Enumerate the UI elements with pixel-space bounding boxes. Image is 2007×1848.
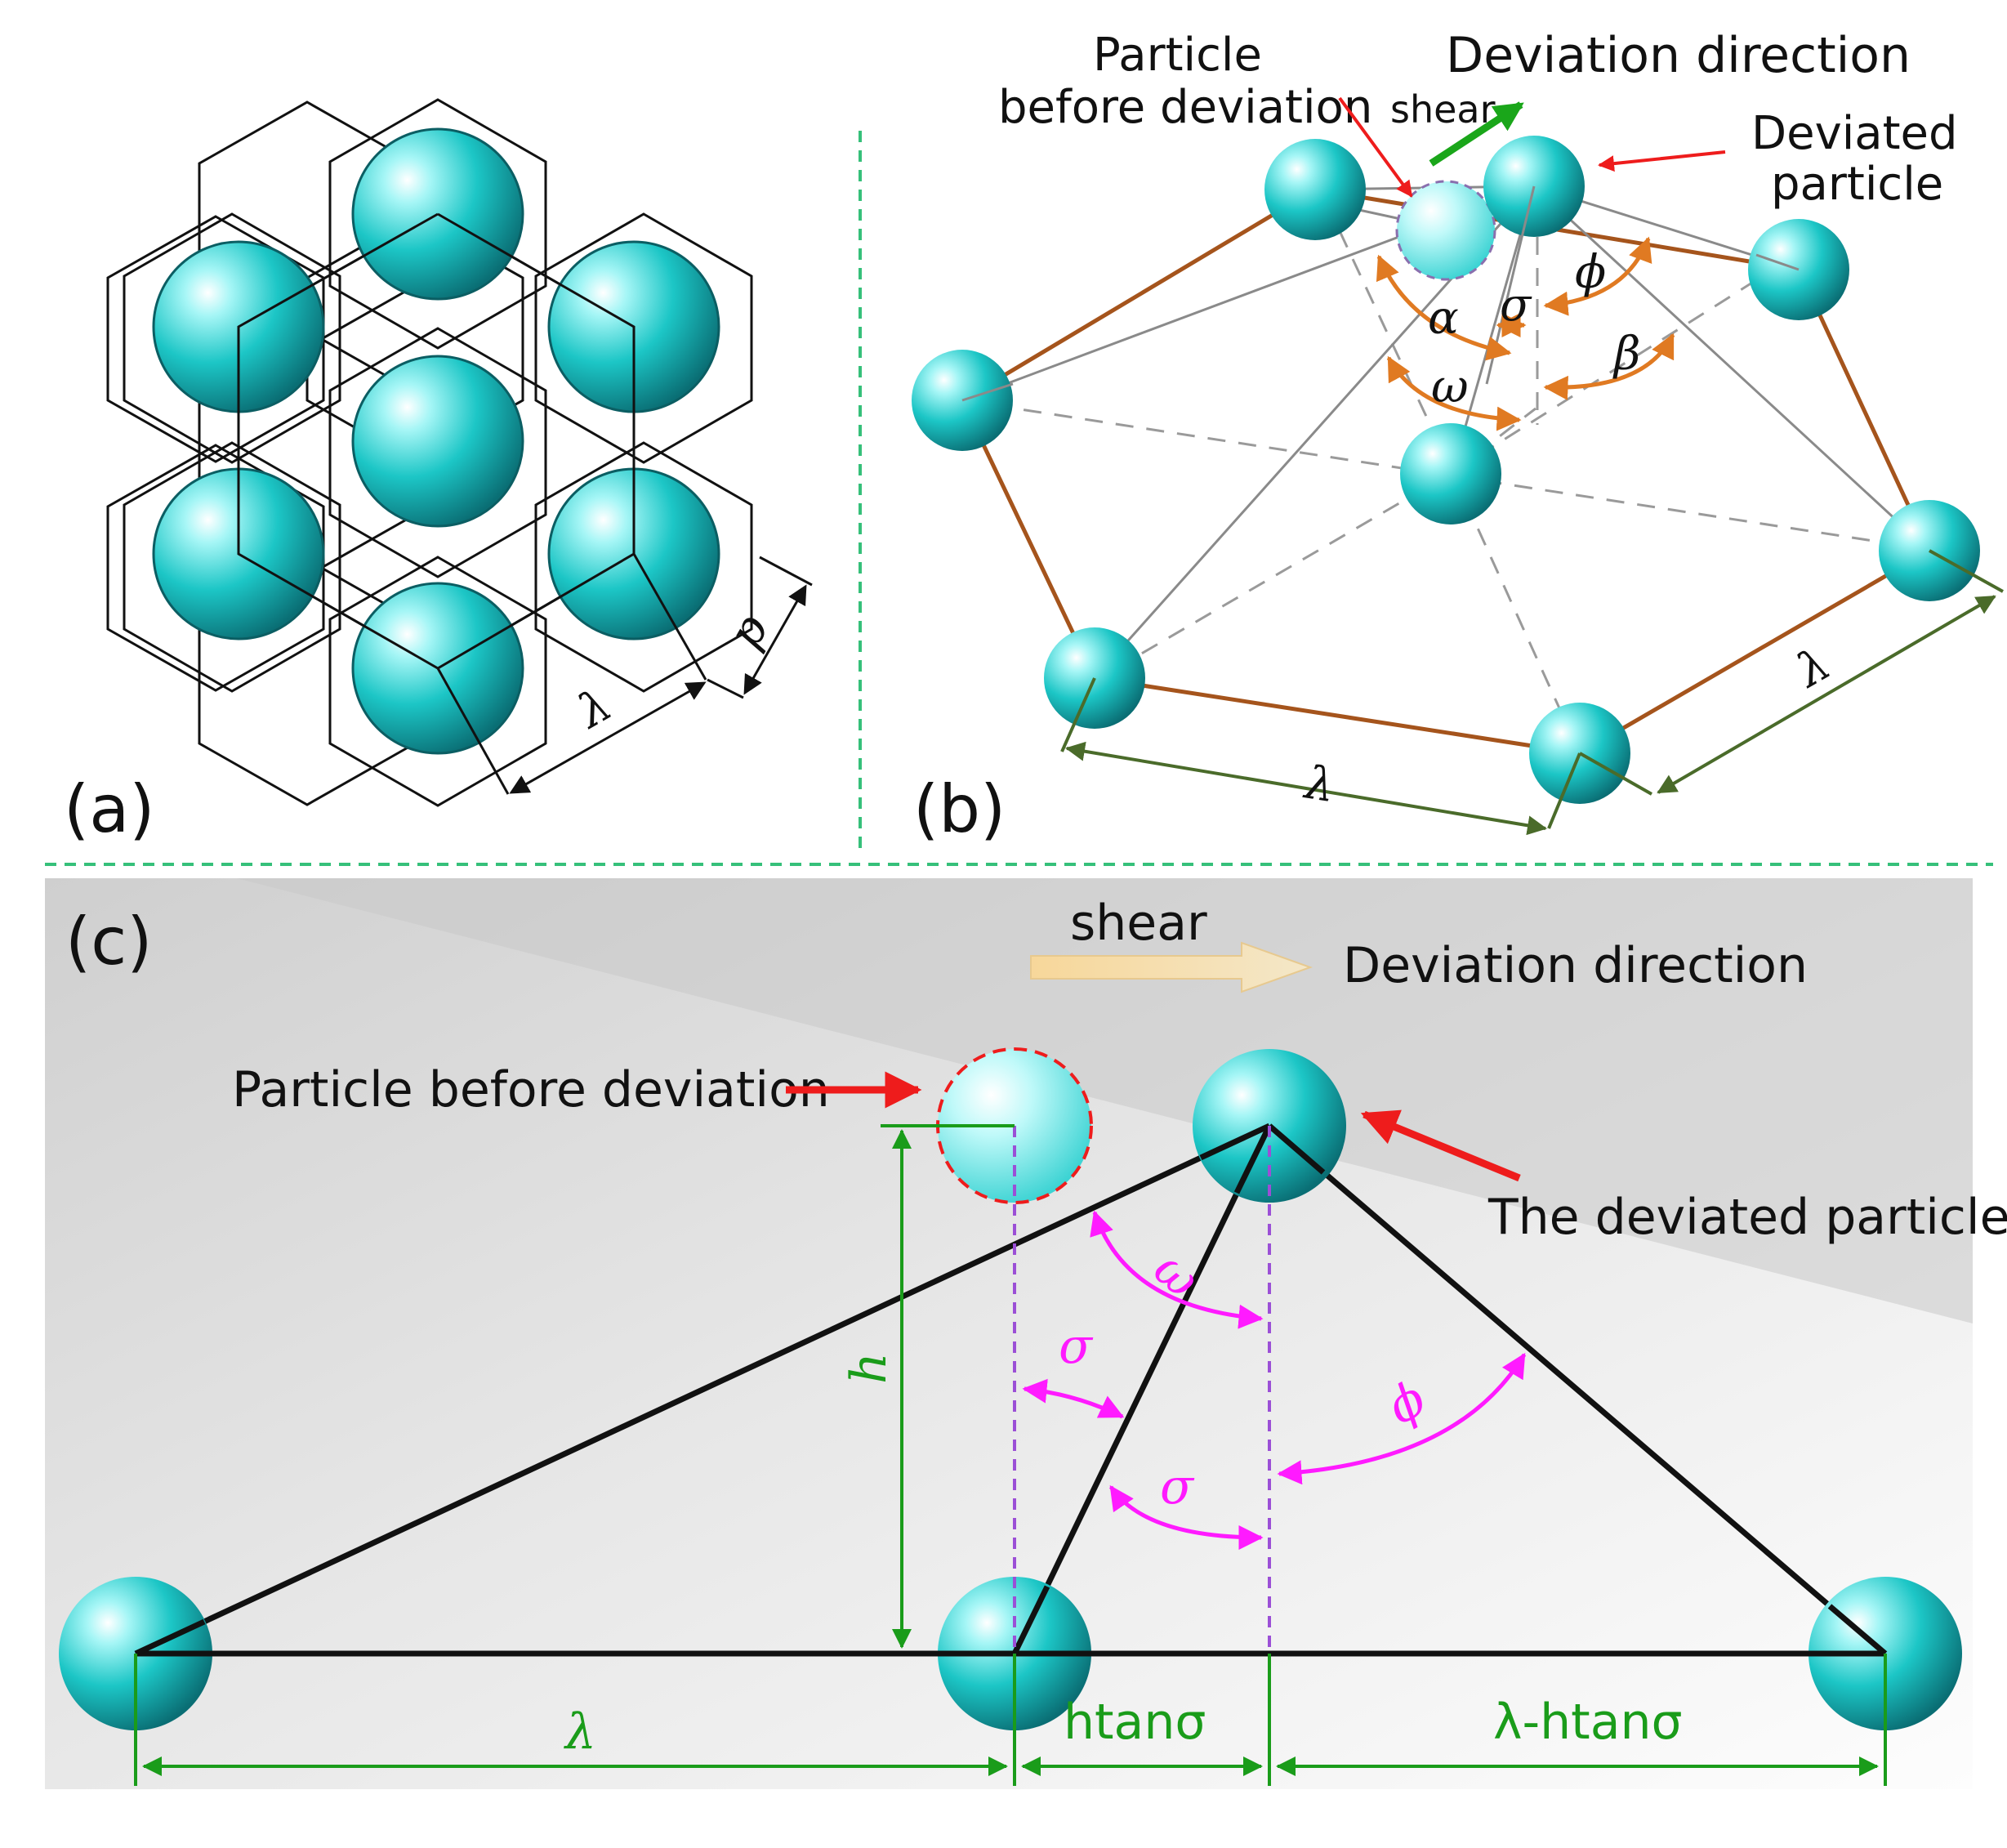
lambda-label-c: λ [564,1703,596,1761]
sigma-label-b: σ [1500,279,1532,332]
p-dimension-arrow [743,584,807,695]
particle-before-label-c: Particle before deviation [232,1061,830,1118]
shear-label-c: shear [1070,895,1207,952]
shear-arrow-b [1429,101,1524,167]
panel-label-c: (c) [65,904,152,980]
particle-before-label-line1: Particle [1093,29,1262,82]
deviated-pointer-arrow-c [1360,1109,1521,1182]
dashed-verticals [1013,1126,1271,1654]
lambda-minus-label: λ-htanσ [1493,1694,1683,1751]
deviated-particle-label-line2: particle [1771,158,1943,211]
lambda-extension [632,553,707,681]
omega-label-b: ω [1431,360,1469,413]
bottom-dimensions [134,1654,1887,1786]
deviated-particle-label-c: The deviated particle [1487,1189,2007,1246]
panel-label-a: (a) [64,771,154,847]
h-label: h [841,1352,898,1384]
panel-b: α σ ϕ β ω λ λ Particle before deviation … [912,27,2004,847]
lambda-extension [436,667,510,795]
sigma-label-c2: σ [1160,1458,1195,1515]
deviated-pointer-arrow [1598,150,1726,172]
h-dimension [881,1124,1015,1649]
particle [1264,139,1366,240]
alpha-label: α [1428,292,1459,345]
panel-c-shade [237,878,1973,1324]
lambda-dimensions-b [1060,549,2004,836]
lambda-label-a: λ [568,678,621,739]
p-extension [707,678,744,699]
htan-sigma-label: htanσ [1064,1694,1206,1751]
particle-before-label-line2: before deviation [998,81,1372,134]
panel-label-b: (b) [913,771,1006,847]
shear-label-b: shear [1390,87,1496,132]
center-particle [1400,423,1501,524]
deviated-particle-label-line1: Deviated [1751,107,1958,160]
panel-c: (c) shear Deviation direction Particle b… [45,878,2007,1789]
angle-arcs [1376,236,1675,431]
sigma-label-c1: σ [1059,1318,1094,1375]
particle [351,355,524,528]
lambda-label-b2: λ [1786,637,1840,699]
deviation-direction-label-c: Deviation direction [1343,937,1808,994]
phi-label-b: ϕ [1575,246,1606,299]
before-pointer-arrow [1338,96,1413,198]
lambda-dimension-arrow [509,681,707,794]
angle-arcs-c [1022,1210,1527,1550]
grey-lines-overlay [961,185,1800,402]
p-extension [759,556,813,587]
lambda-label-b1: λ [1300,756,1339,813]
panel-a: λ p (a) [64,98,813,847]
beta-label: β [1612,328,1640,381]
deviation-direction-label-b: Deviation direction [1446,27,1911,84]
shear-arrow-c [1030,941,1313,993]
